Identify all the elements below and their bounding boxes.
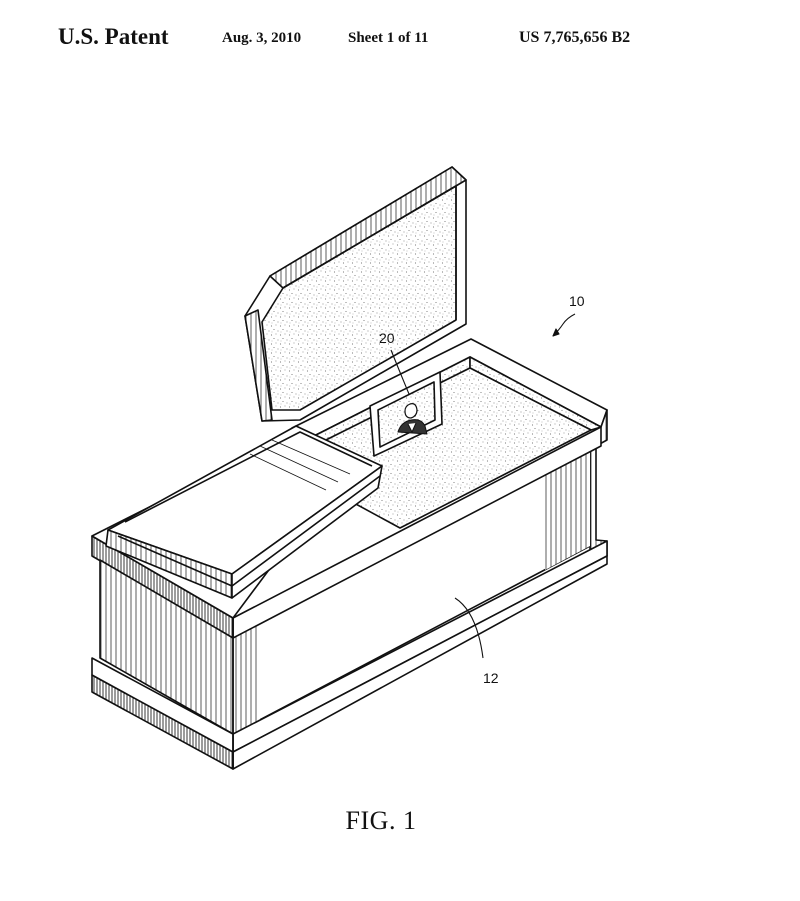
casket-lid-raised	[244, 166, 467, 422]
figure-caption-text: FIG. 1	[345, 806, 417, 835]
display-screen	[369, 371, 443, 457]
ref-numeral-12: 12	[483, 670, 499, 686]
leader-lines	[390, 313, 576, 659]
casket-foot-lid	[91, 425, 383, 619]
patent-date: Aug. 3, 2010	[222, 30, 302, 46]
figure-caption: FIG. 1	[0, 806, 800, 836]
patent-number: US 7,765,656 B2	[519, 29, 631, 46]
ref-numeral-20: 20	[379, 330, 395, 346]
sheet-number: Sheet 1 of 11	[348, 30, 429, 46]
patent-header-label: U.S. Patent	[58, 24, 169, 49]
casket-body	[91, 338, 608, 770]
ref-numeral-10: 10	[569, 293, 585, 309]
